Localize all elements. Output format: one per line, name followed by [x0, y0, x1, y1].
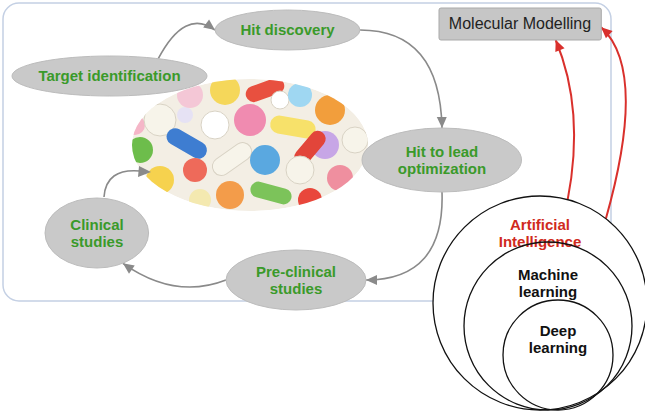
flow-line [366, 192, 442, 280]
flow-arrow [360, 30, 447, 128]
flow-arrow [158, 19, 215, 58]
pills-picture [125, 75, 368, 212]
stage-ellipse: Target identification [12, 56, 207, 96]
arrow-head [437, 117, 447, 128]
arrow-head [601, 27, 612, 38]
node-label: Hit discovery [240, 21, 334, 38]
flow-arrow [555, 40, 574, 200]
flow-arrow [123, 263, 226, 287]
node-label: Target identification [38, 67, 180, 84]
stage-ellipse: Hit discovery [215, 10, 360, 50]
flow-line [123, 263, 226, 287]
node-label: Clinical studies [61, 216, 133, 251]
flow-line [601, 27, 626, 218]
node-label: Molecular Modelling [449, 15, 591, 33]
stage-ellipse: Hit to lead optimization [362, 128, 522, 192]
return-arrow [104, 166, 151, 197]
flow-arrow [366, 192, 442, 285]
flow-line [360, 30, 442, 128]
node-label: Pre-clinical studies [246, 263, 346, 298]
topic-box: Molecular Modelling [439, 8, 601, 40]
node-label: Hit to lead optimization [385, 143, 500, 178]
flow-line [556, 40, 574, 200]
node-label: Machine learning [503, 266, 593, 301]
concept-circle: Machine learningDeep learning [464, 242, 632, 410]
stage-ellipse: Pre-clinical studies [226, 250, 366, 310]
flow-arrow [601, 27, 626, 218]
concept-circle: Deep learning [503, 300, 613, 410]
arrow-head [123, 263, 135, 273]
arrow-head [366, 275, 377, 285]
node-label: Artificial Intelligence [480, 216, 600, 251]
arrow-head [203, 19, 215, 30]
flow-line [158, 23, 215, 58]
concept-circle: Artificial IntelligenceMachine learningD… [433, 196, 645, 410]
stage-ellipse: Clinical studies [45, 198, 149, 268]
arrow-head [555, 40, 564, 52]
node-label: Deep learning [518, 322, 598, 357]
